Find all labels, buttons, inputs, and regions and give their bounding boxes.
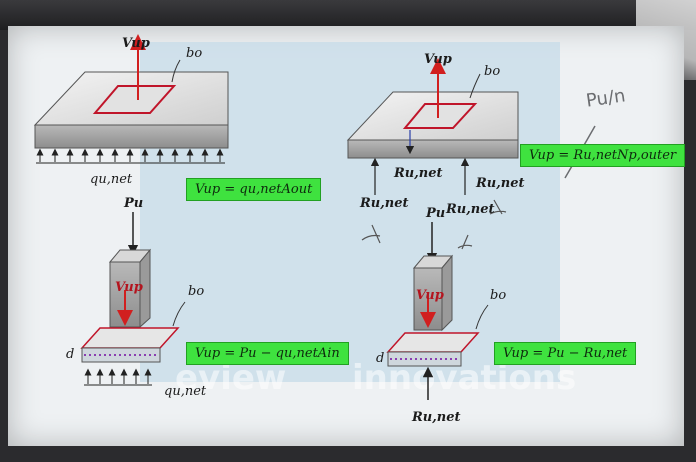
label-runet-1: Ru,net	[394, 166, 443, 181]
label-vup-top-right: Vup	[424, 52, 452, 67]
equation-box-3: Vup = Pu − qu,netAin	[186, 342, 349, 365]
label-bo-top-right: bo	[484, 64, 501, 79]
equation-box-1: Vup = qu,netAout	[186, 178, 322, 201]
label-runet-2: Ru,net	[476, 176, 525, 191]
label-vup-column-left: Vup	[115, 280, 143, 295]
label-bo-bottom-right: bo	[490, 288, 507, 303]
slab-top-right	[346, 58, 519, 250]
label-bo-bottom-left: bo	[188, 284, 205, 299]
equation-box-4: Vup = Pu − Ru,net	[494, 342, 637, 365]
projector-top-edge	[0, 0, 696, 30]
equation-box-2: Vup = Ru,netNp,outer	[520, 144, 686, 167]
label-runet-bottom: Ru,net	[412, 410, 461, 425]
label-bo-top-left: bo	[186, 46, 203, 61]
label-qunet-top-left: qu,net	[90, 172, 133, 187]
label-vup-column-right: Vup	[416, 288, 444, 303]
label-d-right: d	[376, 351, 385, 366]
label-runet-4: Ru,net	[446, 202, 495, 217]
label-pu-right: Pu	[426, 206, 446, 221]
column-footing-left	[80, 212, 186, 386]
column-footing-right	[386, 222, 489, 400]
label-d-left: d	[66, 347, 75, 362]
label-pu-left: Pu	[124, 196, 144, 211]
label-runet-3: Ru,net	[360, 196, 409, 211]
slab-top-left	[33, 34, 229, 164]
label-qunet-bottom-left: qu,net	[164, 384, 207, 399]
label-vup-top-left: Vup	[122, 36, 150, 51]
